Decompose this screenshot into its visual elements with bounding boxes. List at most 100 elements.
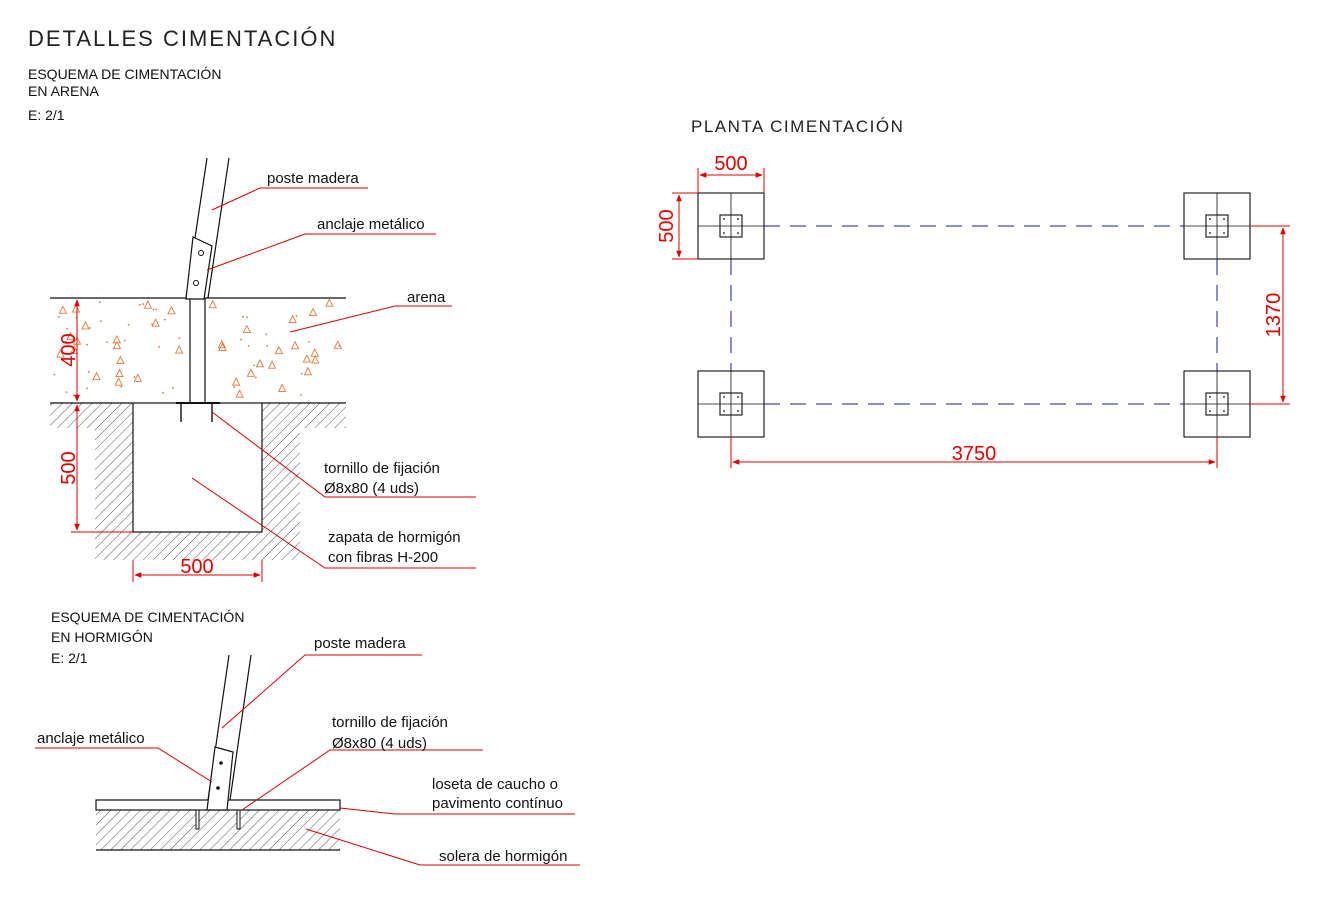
sand-grain [242, 324, 252, 333]
sand-grain [174, 345, 184, 354]
sand-grain [115, 368, 124, 377]
sand-grain [65, 391, 68, 394]
sand-grain [133, 376, 136, 378]
sand-grain [167, 305, 176, 315]
concrete-slab [96, 810, 340, 850]
sand-grain [310, 348, 319, 357]
sand-grain [288, 314, 297, 324]
sand-grain [233, 386, 236, 389]
sand-grain [217, 339, 227, 349]
concrete-leaders [35, 654, 580, 866]
sand-grain [66, 331, 75, 341]
sand-grain [56, 349, 65, 358]
sand-grain [178, 337, 181, 340]
sand-grain [246, 368, 256, 377]
sand-grain [308, 307, 318, 317]
drawing-title: DETALLES CIMENTACIÓN [28, 26, 337, 51]
sand-grain [89, 327, 92, 329]
dim-footing-width: 500 [180, 556, 213, 578]
sand-grain [274, 345, 284, 355]
sand-dimensions [71, 299, 263, 582]
label-tile-line2: pavimento contínuo [432, 795, 563, 812]
metal-anchor-concrete [206, 746, 234, 811]
plan-footings [697, 192, 1251, 438]
sand-grain [247, 345, 250, 347]
sand-grain [85, 387, 88, 390]
label-footing-line1: zapata de hormigón [328, 529, 461, 546]
sand-section-scale: E: 2/1 [28, 107, 65, 123]
plan-footing [1183, 192, 1251, 260]
plan-view: PLANTA CIMENTACIÓN 500 500 1370 [656, 117, 1290, 468]
sand-grain [242, 315, 244, 318]
sand-grain [172, 386, 174, 389]
dim-plan-span-horizontal: 3750 [952, 443, 997, 465]
plan-footing [697, 370, 765, 438]
sand-grain [158, 345, 160, 348]
sand-grain [58, 305, 68, 314]
sand-grain [163, 318, 166, 321]
sand-grain [266, 344, 268, 347]
sand-grain [208, 299, 218, 309]
sand-grain [267, 360, 277, 369]
sand-grain [325, 298, 334, 307]
metal-anchor [185, 236, 213, 300]
sand-grain [66, 327, 68, 330]
sand-grain [240, 338, 243, 341]
sand-grain [302, 354, 312, 363]
label-post-concrete: poste madera [314, 635, 406, 652]
sand-grain [105, 341, 108, 344]
plan-dimensions [672, 168, 1290, 468]
sand-grain [123, 339, 126, 342]
label-bolt-concrete-line2: Ø8x80 (4 uds) [332, 735, 427, 752]
sand-grain [308, 341, 310, 343]
sand-grain [127, 323, 130, 326]
sand-grain [300, 372, 303, 375]
sand-grain [218, 342, 227, 351]
sand-grain [253, 364, 256, 367]
sand-grain [133, 373, 143, 382]
sand-grain [231, 377, 241, 386]
sand-grain [300, 394, 302, 396]
sand-grain [71, 304, 81, 313]
fixing-bolts-concrete [195, 809, 241, 830]
concrete-section-title-line1: ESQUEMA DE CIMENTACIÓN [51, 609, 244, 625]
sand-grain [143, 300, 153, 309]
sand-grain [161, 391, 164, 394]
plan-centerlines [730, 225, 1218, 405]
dim-plan-footing-height: 500 [656, 209, 678, 242]
plan-title: PLANTA CIMENTACIÓN [691, 117, 904, 136]
sand-grain [338, 344, 341, 347]
sand-grain [265, 333, 268, 336]
sand-section: ESQUEMA DE CIMENTACIÓN EN ARENA E: 2/1 [28, 66, 476, 582]
concrete-section-title-line2: EN HORMIGÓN [51, 629, 153, 645]
sand-grain [81, 320, 90, 330]
sand-grain [151, 318, 160, 327]
sand-grain [99, 320, 102, 323]
sand-grain [120, 385, 123, 388]
dim-sand-depth: 400 [58, 333, 80, 366]
sand-grain [255, 358, 265, 368]
sand-grain [277, 383, 287, 392]
sand-grain [53, 373, 56, 376]
sand-section-title-line2: EN ARENA [28, 83, 99, 99]
sand-grain [295, 315, 298, 317]
sand-grain [333, 340, 343, 349]
sand-grain [88, 371, 90, 373]
concrete-section: ESQUEMA DE CIMENTACIÓN EN HORMIGÓN E: 2/… [35, 609, 580, 866]
label-footing-line2: con fibras H-200 [328, 549, 438, 566]
sand-section-title-line1: ESQUEMA DE CIMENTACIÓN [28, 66, 221, 82]
sand-grain [151, 323, 153, 326]
dim-footing-depth: 500 [58, 451, 80, 484]
dim-plan-span-vertical: 1370 [1263, 293, 1285, 338]
sand-grain [112, 334, 121, 344]
sand-grain [64, 340, 67, 343]
label-sand: arena [407, 289, 446, 306]
sand-grain [152, 308, 155, 311]
label-bolt-line1: tornillo de fijación [324, 460, 440, 477]
sand-grain [72, 394, 75, 397]
sand-grain [92, 371, 101, 381]
sand-grain [58, 315, 60, 318]
sand-leaders [191, 187, 476, 569]
sand-grain [155, 308, 158, 311]
